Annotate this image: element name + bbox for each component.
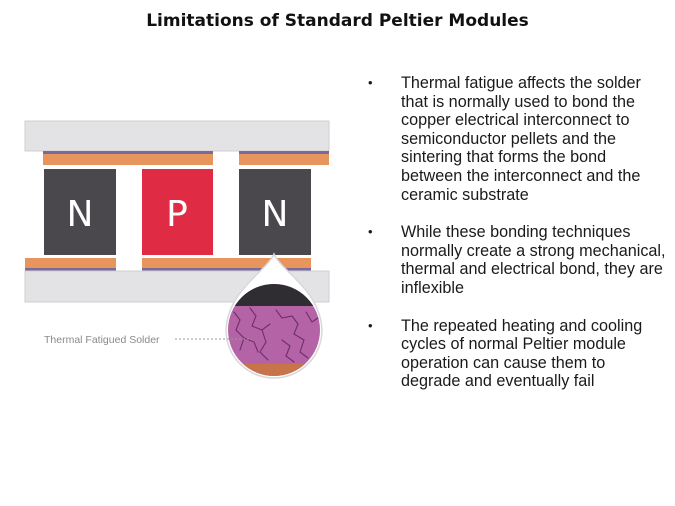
n-pellet-left: N [44, 169, 116, 255]
bullet-text: The repeated heating and cooling cycles … [401, 316, 643, 391]
bullet-item: • While these bonding techniques normall… [368, 223, 668, 297]
top-ceramic-substrate [24, 120, 330, 152]
bottom-copper-interconnect-left [25, 258, 116, 271]
n-pellet-right: N [239, 169, 311, 255]
pellet-label-n-left: N [67, 194, 94, 235]
top-copper-interconnect-right [239, 151, 329, 165]
callout-label: Thermal Fatigued Solder [44, 334, 160, 346]
bottom-copper-interconnect-right [142, 258, 311, 271]
bullet-text: While these bonding techniques normally … [401, 223, 666, 297]
slide-title: Limitations of Standard Peltier Modules [146, 11, 529, 31]
p-pellet: P [142, 169, 213, 255]
bullet-list: • Thermal fatigue affects the solder tha… [368, 74, 668, 410]
lens-copper-layer [228, 364, 320, 376]
bullet-dot-icon: • [368, 75, 373, 90]
magnifier-callout [225, 252, 323, 379]
bullet-item: • The repeated heating and cooling cycle… [368, 317, 668, 391]
top-copper-interconnect-left [43, 151, 213, 165]
pellet-label-p: P [166, 194, 188, 235]
bullet-text: Thermal fatigue affects the solder that … [401, 74, 641, 204]
bullet-dot-icon: • [368, 224, 373, 240]
pellet-label-n-right: N [262, 194, 289, 235]
bullet-dot-icon: • [368, 317, 373, 333]
bullet-item: • Thermal fatigue affects the solder tha… [368, 74, 668, 204]
